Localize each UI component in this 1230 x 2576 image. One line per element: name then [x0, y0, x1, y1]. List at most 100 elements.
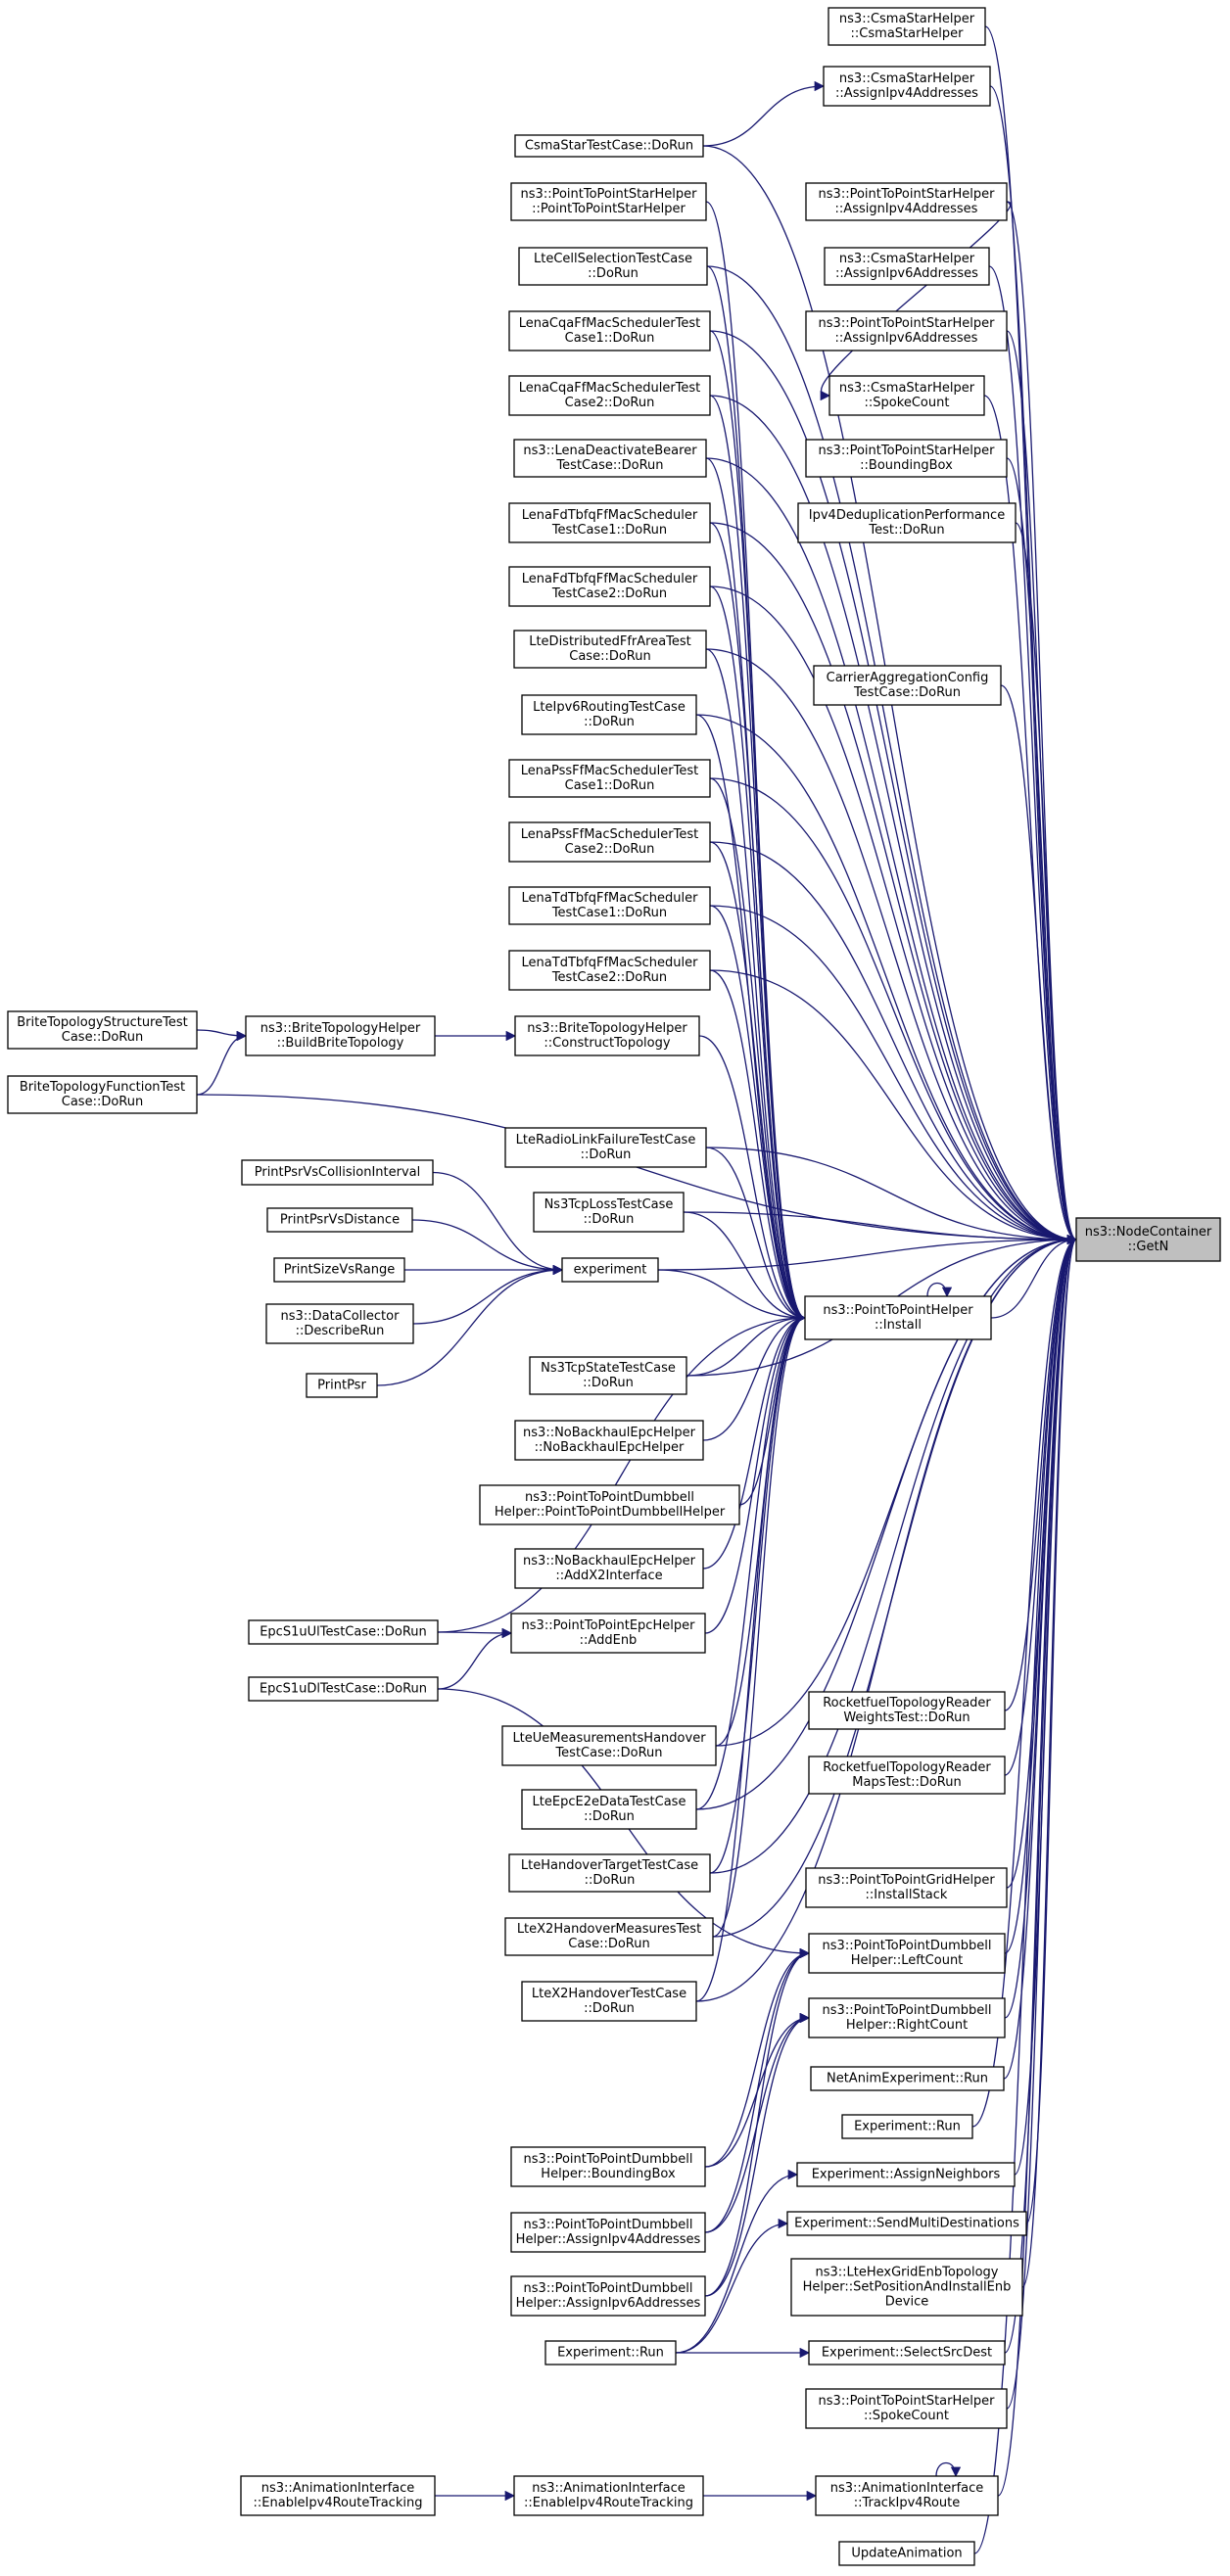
node-tcploss[interactable]: Ns3TcpLossTestCase::DoRun [533, 1192, 685, 1233]
node-dcdescribe[interactable]: ns3::DataCollector::DescribeRun [265, 1303, 414, 1344]
node-e2e[interactable]: LteEpcE2eDataTestCase::DoRun [521, 1789, 697, 1830]
node-label: ns3::PointToPointStarHelper [521, 187, 698, 202]
node-epcdl[interactable]: EpcS1uDlTestCase::DoRun [248, 1676, 439, 1702]
node-dumb_ctor[interactable]: ns3::PointToPointDumbbellHelper::PointTo… [479, 1484, 740, 1525]
node-nobh_ctor[interactable]: ns3::NoBackhaulEpcHelper::NoBackhaulEpcH… [514, 1420, 704, 1461]
node-label: ns3::AnimationInterface [830, 2481, 984, 2496]
node-updateanim[interactable]: UpdateAnimation [838, 2541, 975, 2566]
edge-dcdescribe-to-experiment [412, 1264, 564, 1325]
node-box [508, 821, 711, 863]
node-csh_spoke[interactable]: ns3::CsmaStarHelper::SpokeCount [828, 375, 985, 416]
node-dumb_a4[interactable]: ns3::PointToPointDumbbellHelper::AssignI… [510, 2212, 706, 2253]
node-experiment[interactable]: experiment [561, 1257, 659, 1283]
node-ptpsh_a4[interactable]: ns3::PointToPointStarHelper::AssignIpv4A… [805, 182, 1008, 221]
node-box [510, 2275, 706, 2317]
edge-csh_a4-to-getn [989, 85, 1078, 1244]
node-label: ns3::CsmaStarHelper [839, 71, 975, 86]
node-box [273, 1257, 405, 1283]
node-ltecell[interactable]: LteCellSelectionTestCase::DoRun [518, 247, 708, 286]
edge-pss1-to-getn [709, 777, 1078, 1245]
node-hexgrid[interactable]: ns3::LteHexGridEnbTopologyHelper::SetPos… [790, 2258, 1023, 2317]
edge-rlf-to-getn [705, 1147, 1078, 1245]
node-label: ::BuildBriteTopology [277, 1036, 404, 1051]
node-psrdist[interactable]: PrintPsrVsDistance [266, 1207, 413, 1233]
node-label: ::DoRun [584, 715, 635, 729]
node-dumb_a6[interactable]: ns3::PointToPointDumbbellHelper::AssignI… [510, 2275, 706, 2317]
node-label: ns3::LenaDeactivateBearer [523, 444, 697, 458]
node-anim_track[interactable]: ns3::AnimationInterface::TrackIpv4Route [815, 2475, 999, 2516]
node-label: ns3::PointToPointDumbbell [524, 2218, 693, 2232]
node-box [510, 1613, 706, 1654]
node-csh_ctor[interactable]: ns3::CsmaStarHelper::CsmaStarHelper [828, 7, 986, 46]
node-box [841, 2114, 973, 2139]
edge-ffr-to-getn [705, 648, 1078, 1245]
node-ptpsh_ctor[interactable]: ns3::PointToPointStarHelper::PointToPoin… [510, 182, 707, 221]
node-netanim[interactable]: NetAnimExperiment::Run [810, 2066, 1005, 2091]
node-briteconstruct[interactable]: ns3::BriteTopologyHelper::ConstructTopol… [514, 1015, 700, 1056]
node-gridstack[interactable]: ns3::PointToPointGridHelper::InstallStac… [805, 1867, 1008, 1908]
node-ptpsh_a6[interactable]: ns3::PointToPointStarHelper::AssignIpv6A… [805, 310, 1008, 351]
node-rocketw[interactable]: RocketfuelTopologyReaderWeightsTest::DoR… [808, 1691, 1006, 1730]
node-label: RocketfuelTopologyReader [823, 1760, 991, 1775]
node-label: TestCase1::DoRun [551, 523, 667, 538]
edge-rocketm-to-getn [1004, 1234, 1078, 1776]
node-box [508, 566, 711, 607]
node-printpsr[interactable]: PrintPsr [306, 1373, 378, 1398]
node-tcpstate[interactable]: Ns3TcpStateTestCase::DoRun [529, 1356, 687, 1395]
node-label: ::CsmaStarHelper [851, 26, 965, 41]
node-exprun_l[interactable]: Experiment::Run [544, 2340, 677, 2365]
node-label: Case1::DoRun [565, 331, 655, 346]
node-sendmulti[interactable]: Experiment::SendMultiDestinations [786, 2211, 1027, 2236]
node-getn[interactable]: ns3::NodeContainer::GetN [1075, 1217, 1221, 1262]
node-britebuild[interactable]: ns3::BriteTopologyHelper::BuildBriteTopo… [245, 1015, 436, 1056]
edge-selectsrc-to-getn [1004, 1235, 1078, 2354]
node-addenb[interactable]: ns3::PointToPointEpcHelper::AddEnb [510, 1613, 706, 1654]
node-anim_enable_l[interactable]: ns3::AnimationInterface::EnableIpv4Route… [240, 2475, 436, 2516]
node-exprun_r[interactable]: Experiment::Run [841, 2114, 973, 2139]
node-psrcoll[interactable]: PrintPsrVsCollisionInterval [241, 1159, 434, 1186]
edge-fdt1-to-install [709, 522, 807, 1324]
node-cstc[interactable]: CsmaStarTestCase::DoRun [514, 134, 704, 158]
node-sizerange[interactable]: PrintSizeVsRange [273, 1257, 405, 1283]
node-anim_enable_m[interactable]: ns3::AnimationInterface::EnableIpv4Route… [513, 2475, 704, 2516]
node-ptpsh_bb[interactable]: ns3::PointToPointStarHelper::BoundingBox [805, 439, 1008, 478]
edge-tdt2-to-install [709, 969, 807, 1324]
node-leftcount[interactable]: ns3::PointToPointDumbbellHelper::LeftCou… [808, 1933, 1006, 1974]
node-ptpsh_spoke[interactable]: ns3::PointToPointStarHelper::SpokeCount [805, 2388, 1008, 2429]
node-box [514, 1015, 700, 1056]
node-ipv6r[interactable]: LteIpv6RoutingTestCase::DoRun [521, 694, 697, 735]
node-epcul[interactable]: EpcS1uUlTestCase::DoRun [248, 1619, 439, 1645]
node-x2ho[interactable]: LteX2HandoverTestCase::DoRun [521, 1981, 697, 2022]
edge-ipv4dedup-to-getn [1015, 522, 1078, 1244]
node-label: ns3::PointToPointDumbbell [525, 1490, 694, 1505]
node-dumb_bb[interactable]: ns3::PointToPointDumbbellHelper::Boundin… [510, 2146, 706, 2187]
node-selectsrc[interactable]: Experiment::SelectSrcDest [808, 2340, 1006, 2365]
node-hotarget[interactable]: LteHandoverTargetTestCase::DoRun [508, 1853, 711, 1893]
node-csh_a4[interactable]: ns3::CsmaStarHelper::AssignIpv4Addresses [823, 66, 991, 107]
node-assignnb[interactable]: Experiment::AssignNeighbors [796, 2162, 1016, 2187]
node-label: ::NoBackhaulEpcHelper [535, 1440, 685, 1455]
node-rlf[interactable]: LteRadioLinkFailureTestCase::DoRun [504, 1127, 707, 1168]
node-rightcount[interactable]: ns3::PointToPointDumbbellHelper::RightCo… [808, 1997, 1006, 2038]
node-csh_a6[interactable]: ns3::CsmaStarHelper::AssignIpv6Addresses [824, 247, 990, 286]
node-nobh_x2[interactable]: ns3::NoBackhaulEpcHelper::AddX2Interface [514, 1548, 704, 1589]
node-install[interactable]: ns3::PointToPointHelper::Install [804, 1295, 992, 1340]
node-label: WeightsTest::DoRun [843, 1710, 970, 1725]
